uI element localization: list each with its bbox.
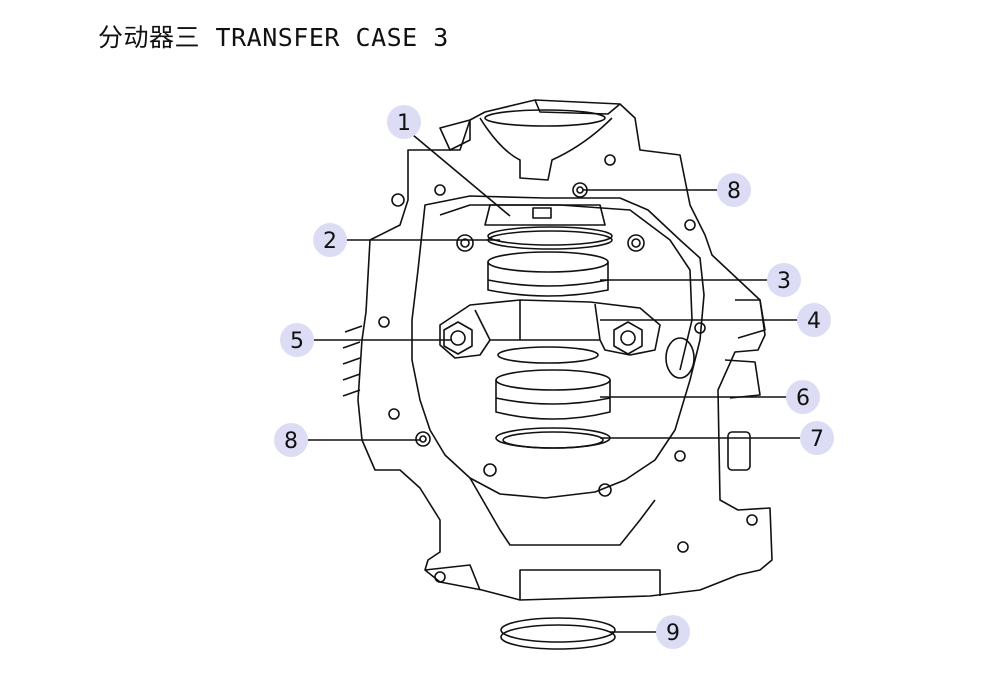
callouts: 1 2 3 4 5 6 7 8	[274, 105, 834, 649]
callout-8-top: 8	[717, 173, 751, 207]
leader-line-1	[412, 134, 511, 217]
callout-label: 8	[727, 179, 741, 204]
callout-circle	[767, 263, 801, 297]
callout-circle	[280, 323, 314, 357]
callout-4: 4	[797, 303, 831, 337]
leader-lines	[307, 134, 800, 633]
callout-5: 5	[280, 323, 314, 357]
callout-label: 6	[796, 386, 810, 411]
callout-circle	[717, 173, 751, 207]
callout-circle	[800, 421, 834, 455]
callout-1: 1	[387, 105, 421, 139]
callout-2: 2	[313, 223, 347, 257]
callout-label: 3	[777, 269, 791, 294]
callout-9: 9	[656, 615, 690, 649]
callout-label: 2	[323, 229, 337, 254]
callout-circle	[797, 303, 831, 337]
callout-circle	[274, 423, 308, 457]
housing-drawing	[342, 99, 773, 650]
callout-label: 1	[397, 111, 411, 136]
callout-label: 5	[290, 329, 304, 354]
callout-circle	[656, 615, 690, 649]
callout-label: 4	[807, 309, 821, 334]
callout-8-left: 8	[274, 423, 308, 457]
callout-label: 7	[810, 427, 824, 452]
callout-circle	[387, 105, 421, 139]
callout-label: 9	[666, 621, 680, 646]
callout-circle	[786, 380, 820, 414]
callout-7: 7	[800, 421, 834, 455]
callout-6: 6	[786, 380, 820, 414]
page-title: 分动器三 TRANSFER CASE 3	[98, 23, 449, 52]
callout-circle	[313, 223, 347, 257]
callout-label: 8	[284, 429, 298, 454]
callout-3: 3	[767, 263, 801, 297]
